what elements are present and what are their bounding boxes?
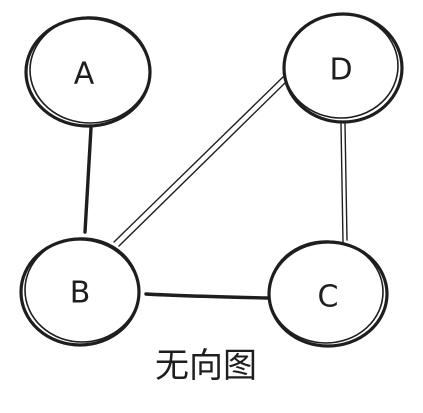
diagram-caption: 无向图 — [155, 346, 257, 386]
edge-a-b — [83, 126, 93, 234]
node-c-label: C — [318, 280, 339, 315]
edge-b-c — [144, 292, 270, 300]
node-d-label: D — [329, 53, 352, 88]
node-b-label: B — [70, 276, 91, 311]
node-d: D — [282, 12, 404, 124]
edge-b-d — [113, 76, 287, 247]
nodes-layer: A D B C — [19, 12, 404, 348]
node-a: A — [24, 16, 152, 128]
node-b: B — [19, 237, 141, 347]
edges-layer — [83, 76, 348, 300]
edge-d-c — [340, 123, 348, 243]
node-a-label: A — [74, 57, 95, 92]
node-c: C — [267, 240, 389, 348]
